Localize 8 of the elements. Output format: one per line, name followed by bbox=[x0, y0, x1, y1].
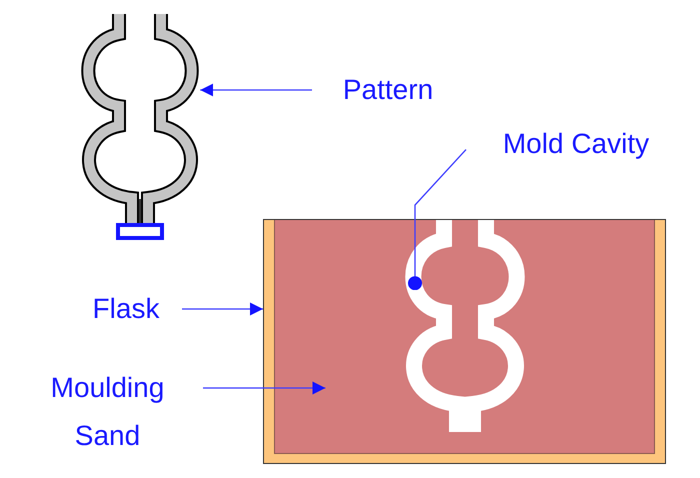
callout-label: Mold Cavity bbox=[502, 128, 650, 159]
arrow bbox=[182, 302, 263, 316]
callout-label: Moulding Sand bbox=[50, 372, 164, 451]
arrow bbox=[203, 382, 326, 394]
leader-line bbox=[408, 149, 466, 290]
arrow bbox=[200, 84, 312, 96]
callout-label: Flask bbox=[92, 293, 160, 324]
callout-label: Pattern bbox=[342, 74, 434, 105]
